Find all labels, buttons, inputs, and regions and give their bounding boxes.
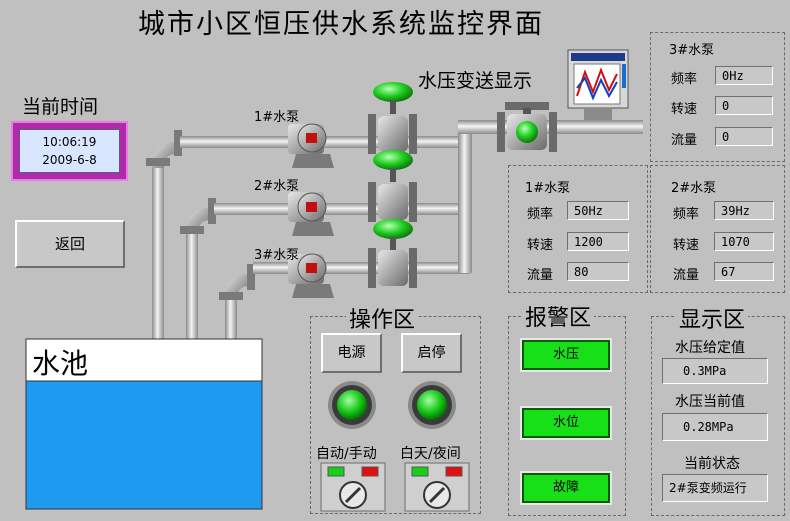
pump-3-speed-value: 0	[715, 96, 773, 115]
pump-2-icon	[288, 192, 334, 236]
pump-2-label: 2#水泵	[254, 179, 300, 194]
pump-2-speed-value: 1070	[714, 232, 774, 251]
flange-2b	[208, 198, 216, 224]
power-indicator-light	[328, 381, 376, 429]
flange-3a	[219, 292, 243, 300]
page-title: 城市小区恒压供水系统监控界面	[138, 9, 544, 40]
pump-3-flow-value: 0	[715, 127, 773, 146]
day-night-switch[interactable]	[404, 462, 470, 512]
power-button[interactable]: 电源	[321, 333, 382, 373]
current-pressure-value: 0.28MPa	[662, 413, 768, 441]
pump-1-speed-label: 转速	[527, 238, 554, 253]
pump-2-flow-label: 流量	[673, 268, 700, 283]
clock-display: 10:06:19 2009-6-8	[19, 129, 120, 173]
current-state-label: 当前状态	[684, 456, 740, 472]
pump-3-speed-label: 转速	[671, 102, 698, 117]
valve-2-icon	[368, 150, 417, 222]
clock-label: 当前时间	[22, 96, 99, 118]
alarm-level-indicator: 水位	[520, 406, 612, 440]
pump-2-freq-label: 频率	[673, 207, 700, 222]
alarm-pressure-indicator: 水压	[520, 338, 612, 372]
pressure-transmitter-label: 水压变送显示	[418, 70, 533, 92]
auto-manual-switch[interactable]	[320, 462, 386, 512]
pool-top	[25, 338, 263, 383]
valve-3-icon	[368, 219, 417, 288]
pump-3-status-panel: 3#水泵 频率 0Hz 转速 0 流量 0	[650, 32, 785, 162]
pump-3-label: 3#水泵	[254, 248, 300, 263]
pump-2-flow-value: 67	[714, 262, 774, 281]
pump-2-status-title: 2#水泵	[671, 181, 717, 196]
intake-pipe-1	[152, 165, 164, 380]
pump-1-speed-value: 1200	[567, 232, 629, 251]
pump-1-status-title: 1#水泵	[525, 181, 571, 196]
operation-title: 操作区	[346, 302, 419, 334]
pump-3-flow-label: 流量	[671, 133, 698, 148]
pump-1-flow-label: 流量	[527, 268, 554, 283]
start-stop-button[interactable]: 启停	[401, 333, 462, 373]
run-indicator-light	[408, 381, 456, 429]
pump-1-status-panel: 1#水泵 频率 50Hz 转速 1200 流量 80	[508, 165, 648, 293]
flange-2a	[180, 226, 204, 234]
clock-date: 2009-6-8	[42, 153, 97, 167]
pump-1-freq-value: 50Hz	[567, 201, 629, 220]
display-title: 显示区	[676, 302, 749, 334]
main-valve-icon	[497, 102, 557, 152]
pool-label: 水池	[32, 347, 89, 380]
pump-3-freq-value: 0Hz	[715, 66, 773, 85]
clock-frame: 10:06:19 2009-6-8	[11, 121, 128, 181]
pump-2-speed-label: 转速	[673, 238, 700, 253]
pump-3-icon	[288, 253, 334, 298]
current-state-value: 2#泵变频运行	[662, 474, 768, 502]
alarm-fault-indicator: 故障	[520, 471, 612, 505]
flange-3b	[247, 264, 255, 290]
valve-1-icon	[368, 82, 417, 154]
pump-2-freq-value: 39Hz	[714, 201, 774, 220]
back-button[interactable]: 返回	[15, 220, 125, 268]
set-pressure-label: 水压给定值	[675, 340, 745, 356]
pump-1-icon	[288, 123, 334, 168]
auto-manual-label: 自动/手动	[316, 446, 377, 462]
pump-1-flow-value: 80	[567, 262, 629, 281]
pump-1-freq-label: 频率	[527, 207, 554, 222]
day-night-label: 白天/夜间	[400, 446, 461, 462]
flange-1b	[174, 130, 182, 156]
pump-1-label: 1#水泵	[254, 110, 300, 125]
pump-3-freq-label: 频率	[671, 72, 698, 87]
alarm-title: 报警区	[522, 300, 595, 332]
pump-2-status-panel: 2#水泵 频率 39Hz 转速 1070 流量 67	[650, 165, 785, 293]
clock-time: 10:06:19	[42, 135, 97, 149]
set-pressure-value: 0.3MPa	[662, 358, 768, 384]
pool-water	[25, 380, 263, 510]
pump-3-status-title: 3#水泵	[669, 43, 715, 58]
pressure-monitor-icon	[567, 49, 629, 120]
current-pressure-label: 水压当前值	[675, 394, 745, 410]
flange-1a	[146, 158, 170, 166]
